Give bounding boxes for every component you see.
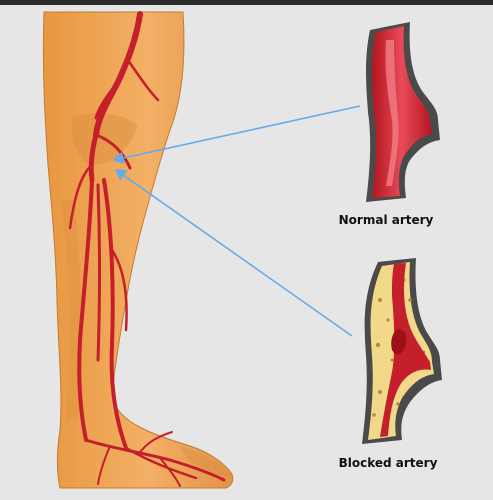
arrow-to-normal — [112, 105, 361, 165]
genicular-branch-3 — [68, 163, 94, 230]
foot-branch-1 — [139, 431, 173, 453]
peroneal-artery — [96, 183, 101, 362]
normal-artery-highlight — [385, 40, 399, 186]
foot-branch-2 — [159, 457, 181, 487]
plantar-artery — [124, 446, 198, 480]
genicular-branch-1 — [94, 80, 120, 120]
thigh-branch — [126, 58, 160, 102]
posterior-tibial-artery — [102, 178, 128, 450]
dorsalis-pedis-artery — [84, 438, 226, 482]
normal-artery-illustration — [366, 22, 440, 202]
toe-shadow — [180, 446, 230, 476]
top-strip — [0, 0, 493, 5]
blocked-artery-lumen — [380, 263, 431, 437]
normal-artery-label: Normal artery — [338, 213, 434, 227]
foot-branch-3 — [97, 445, 111, 485]
blocked-artery-illustration — [362, 258, 442, 444]
arrow-to-blocked — [114, 169, 353, 337]
calf-branch — [110, 248, 128, 332]
leg — [42, 11, 234, 489]
popliteal-artery — [88, 132, 99, 183]
leg-arteries — [68, 11, 226, 487]
blocked-artery-clot — [391, 328, 407, 355]
leg-skin — [42, 11, 234, 489]
anterior-tibial-artery — [77, 178, 94, 442]
genicular-branch-2 — [94, 133, 132, 170]
blocked-artery-label: Blocked artery — [338, 456, 438, 470]
pointer-arrows — [112, 105, 361, 337]
calf-shadow — [60, 200, 82, 420]
